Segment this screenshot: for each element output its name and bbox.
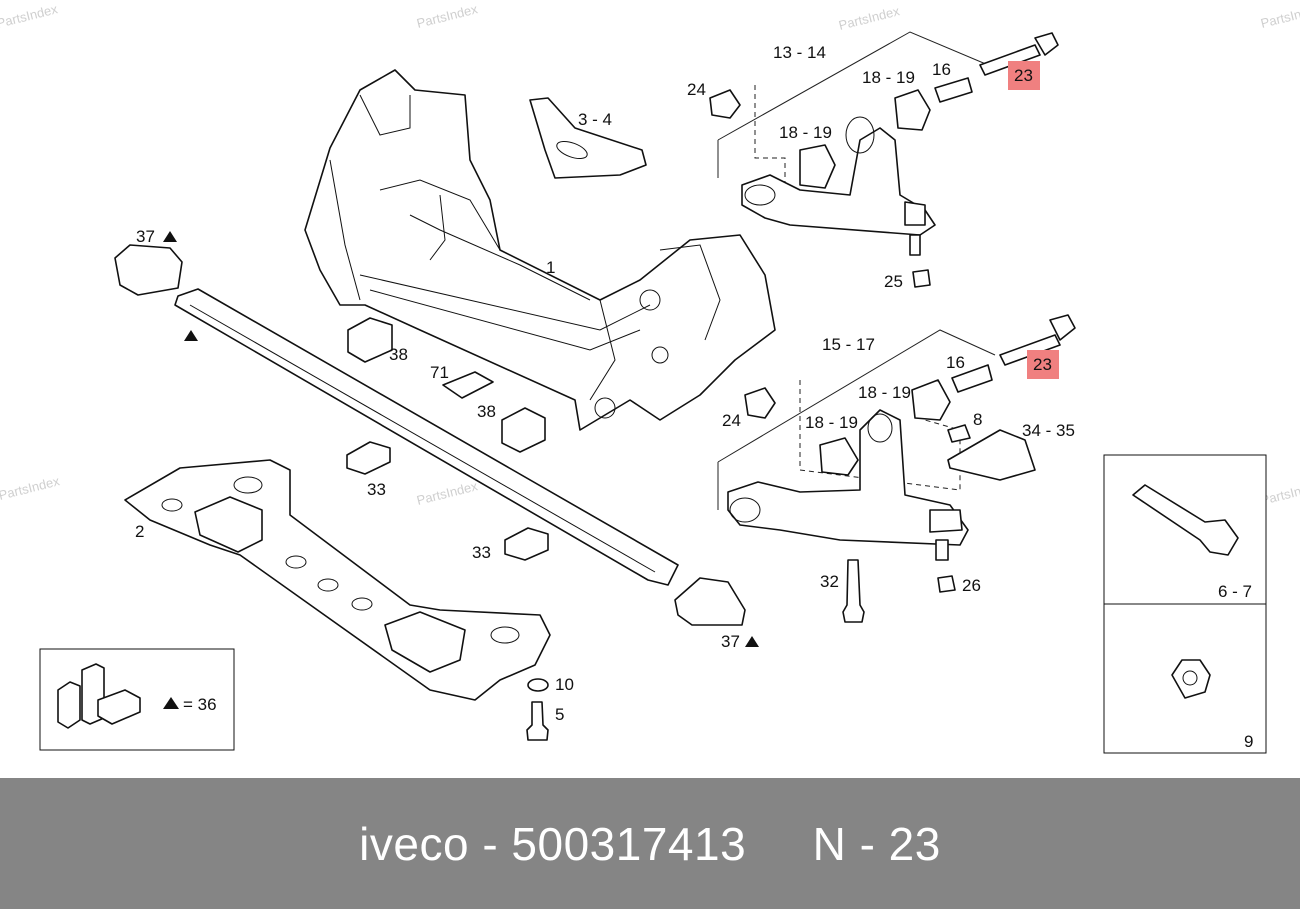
pad-37-bottom (674, 577, 746, 626)
label-15-17: 15 - 17 (822, 335, 875, 354)
label-33-lower: 33 (472, 543, 491, 562)
skid-plate (124, 459, 551, 701)
label-6-7: 6 - 7 (1218, 582, 1252, 601)
label-16-upper: 16 (932, 60, 951, 79)
label-23-upper: 23 (1014, 66, 1033, 85)
bracket-3-4 (529, 97, 647, 179)
highlight-23-upper (1008, 61, 1040, 90)
pad-37-top (114, 244, 183, 296)
label-2: 2 (135, 522, 144, 541)
watermark-4: PartsIndex (0, 473, 62, 503)
label-18-19-b: 18 - 19 (779, 123, 832, 142)
label-25: 25 (884, 272, 903, 291)
label-18-19-a: 18 - 19 (862, 68, 915, 87)
watermark-5: PartsIndex (415, 478, 479, 508)
pad-33-lower (504, 527, 549, 561)
triangle-bar (184, 330, 198, 341)
pad-33-upper (346, 441, 391, 475)
label-3-4: 3 - 4 (578, 110, 612, 129)
legend-parts-icon (57, 663, 141, 729)
label-33-upper: 33 (367, 480, 386, 499)
watermark-1: PartsIndex (415, 1, 479, 31)
part-number-caption: iveco - 500317413 N - 23 (359, 817, 941, 870)
diagram-canvas: PartsIndex PartsIndex PartsIndex PartsIn… (0, 1, 1300, 754)
mount-38-lower (501, 407, 546, 453)
legend-label: = 36 (183, 695, 217, 714)
label-37-bottom: 37 (721, 632, 740, 651)
label-5: 5 (555, 705, 564, 724)
label-1: 1 (546, 258, 555, 277)
watermark-3: PartsIndex (1259, 1, 1300, 31)
watermark-2: PartsIndex (837, 3, 901, 33)
mount-38-upper (347, 317, 393, 363)
label-23-lower: 23 (1033, 355, 1052, 374)
label-71: 71 (430, 363, 449, 382)
highlight-23-lower (1027, 350, 1059, 379)
label-18-19-d: 18 - 19 (805, 413, 858, 432)
footer-bar: iveco - 500317413 N - 23 (0, 778, 1300, 909)
parts-diagram: PartsIndex PartsIndex PartsIndex PartsIn… (0, 1, 1300, 754)
crossmember-frame (304, 69, 776, 431)
label-16-lower: 16 (946, 353, 965, 372)
triangle-37-top (163, 231, 177, 242)
label-24-upper: 24 (687, 80, 706, 99)
label-26: 26 (962, 576, 981, 595)
label-18-19-c: 18 - 19 (858, 383, 911, 402)
label-10: 10 (555, 675, 574, 694)
lower-arm-group (717, 314, 1076, 623)
inset-nut-9 (1171, 659, 1211, 699)
long-bar (174, 288, 679, 586)
inset-bolt-6-7 (1132, 484, 1239, 556)
label-9: 9 (1244, 732, 1253, 751)
label-38-upper: 38 (389, 345, 408, 364)
upper-arm-group (709, 31, 1059, 288)
legend-triangle-icon (163, 697, 179, 709)
label-38-lower: 38 (477, 402, 496, 421)
plate-71 (442, 371, 494, 399)
washer-10 (527, 678, 549, 692)
triangle-37-bottom (745, 636, 759, 647)
bolt-5 (526, 701, 549, 741)
watermark-6: PartsIndex (0, 1, 60, 31)
label-37-top: 37 (136, 227, 155, 246)
label-32: 32 (820, 572, 839, 591)
label-8: 8 (973, 410, 982, 429)
label-24-lower: 24 (722, 411, 741, 430)
label-34-35: 34 - 35 (1022, 421, 1075, 440)
label-13-14: 13 - 14 (773, 43, 826, 62)
